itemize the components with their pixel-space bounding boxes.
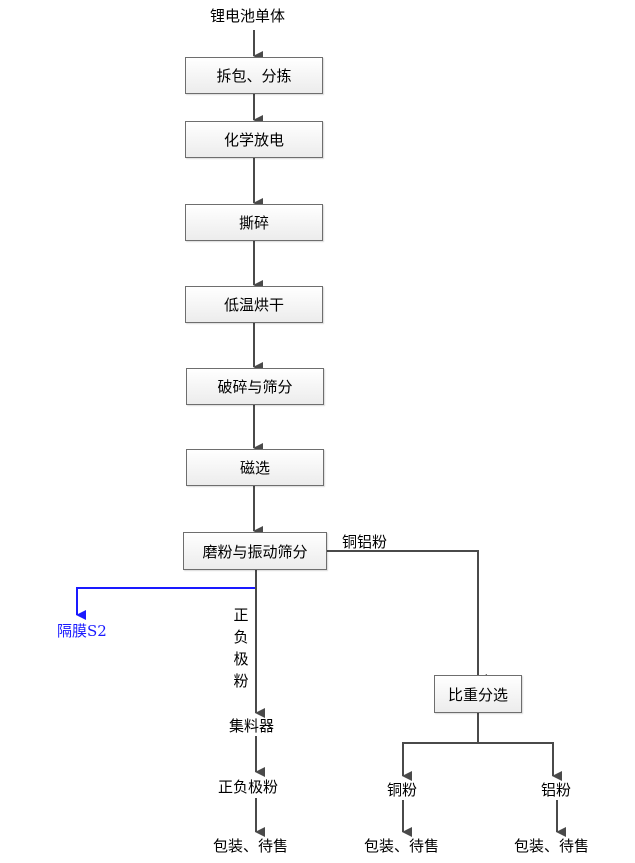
step-shredding: 撕碎 <box>185 204 323 241</box>
vertical-char: 粉 <box>233 672 249 690</box>
vertical-char: 极 <box>233 650 249 668</box>
step-grinding-vibration-sieve: 磨粉与振动筛分 <box>183 532 327 570</box>
electrode-powder-vertical-label: 正 负 极 粉 <box>233 604 249 692</box>
step-chemical-discharge: 化学放电 <box>185 121 323 158</box>
start-node-label: 锂电池单体 <box>210 7 286 25</box>
arrow-to-aluminum <box>478 742 562 781</box>
step-label: 比重分选 <box>447 685 508 704</box>
arrow-grind-to-gravity <box>327 550 487 684</box>
collector-label: 集料器 <box>229 717 275 735</box>
aluminum-package-label: 包装、待售 <box>514 837 590 855</box>
step-label: 低温烘干 <box>223 296 284 314</box>
arrow-to-copper <box>402 742 478 781</box>
step-magnetic-separation: 磁选 <box>186 449 324 486</box>
copper-aluminum-powder-label: 铜铝粉 <box>342 533 388 551</box>
vertical-char: 正 <box>233 606 249 624</box>
step-low-temp-drying: 低温烘干 <box>185 286 323 323</box>
step-label: 磨粉与振动筛分 <box>202 542 308 561</box>
step-label: 化学放电 <box>223 131 284 149</box>
separator-output-label: 隔膜S2 <box>57 622 107 640</box>
electrode-powder-label: 正负极粉 <box>218 778 279 796</box>
step-crush-sieve: 破碎与筛分 <box>186 368 324 405</box>
center-package-label: 包装、待售 <box>213 837 289 855</box>
step-unpack-sort: 拆包、分拣 <box>185 57 323 94</box>
copper-package-label: 包装、待售 <box>364 837 440 855</box>
step-gravity-separation: 比重分选 <box>434 675 522 713</box>
vertical-char: 负 <box>233 628 249 646</box>
step-label: 磁选 <box>239 459 270 477</box>
step-label: 破碎与筛分 <box>217 378 293 396</box>
copper-powder-label: 铜粉 <box>387 781 418 799</box>
step-label: 拆包、分拣 <box>216 67 292 85</box>
arrow-to-separator <box>76 587 255 620</box>
aluminum-powder-label: 铝粉 <box>541 781 572 799</box>
step-label: 撕碎 <box>238 214 269 232</box>
